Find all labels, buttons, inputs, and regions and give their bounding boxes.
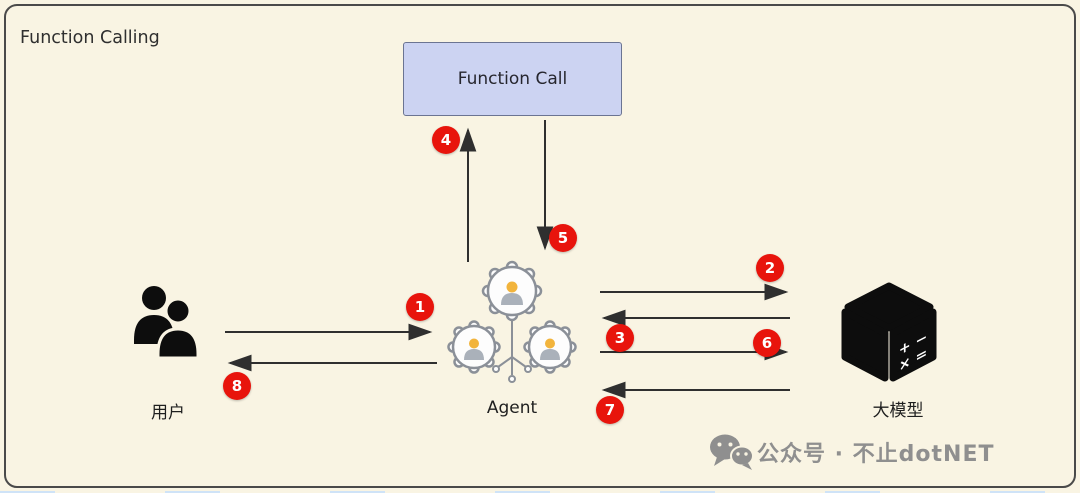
step-badge-5: 5 (549, 224, 577, 252)
background-grid-edge (0, 491, 1080, 493)
user-node-label: 用户 (151, 403, 185, 423)
step-badge-2: 2 (756, 254, 784, 282)
step-badge-6: 6 (753, 329, 781, 357)
step-badge-1: 1 (406, 293, 434, 321)
wechat-icon (710, 434, 754, 470)
agent-node-label: Agent (486, 398, 538, 418)
step-badge-8: 8 (223, 372, 251, 400)
llm-node-label: 大模型 (872, 401, 924, 421)
function-call-label: Function Call (457, 69, 568, 89)
function-call-box: Function Call (403, 42, 622, 116)
step-badge-3: 3 (606, 324, 634, 352)
llm-cube-icon: + − × = (841, 282, 937, 382)
gear-right (523, 320, 577, 374)
agent-gears-icon (447, 260, 577, 383)
step-badge-7: 7 (596, 396, 624, 424)
users-icon (134, 286, 200, 360)
watermark-text: 公众号 · 不止dotNET (757, 442, 995, 467)
diagram-title: Function Calling (20, 28, 160, 48)
step-badge-4: 4 (432, 126, 460, 154)
gear-top (481, 260, 543, 322)
gear-left (447, 320, 501, 374)
